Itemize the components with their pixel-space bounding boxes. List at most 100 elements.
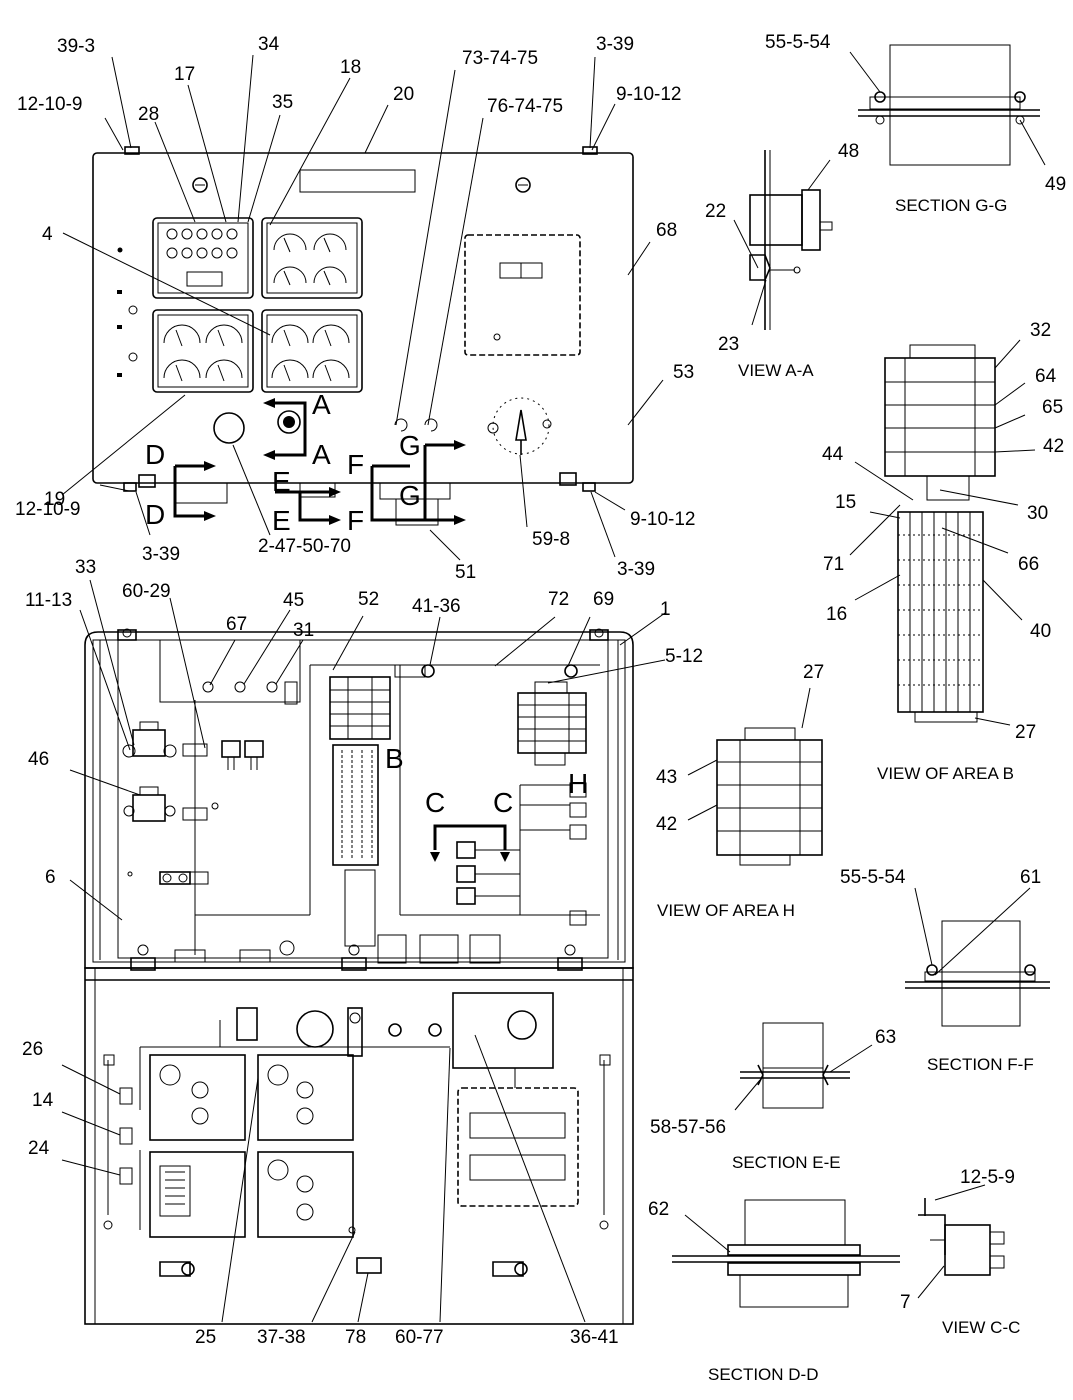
- marker-f-upper: F: [347, 449, 364, 480]
- section-arrows: [173, 398, 466, 525]
- caption-view-area-b: VIEW OF AREA B: [877, 764, 1014, 783]
- callout-59-8: 59-8: [532, 529, 570, 550]
- callout-28: 28: [138, 104, 159, 125]
- callout-1: 1: [660, 599, 671, 620]
- callout-39-3: 39-3: [57, 36, 95, 57]
- callout-55-5-54-ff: 55-5-54: [840, 867, 906, 888]
- caption-view-cc: VIEW C-C: [942, 1318, 1020, 1337]
- callout-3-39-top: 3-39: [596, 34, 634, 55]
- section-ff-drawing: [905, 920, 1050, 1027]
- caption-view-area-h: VIEW OF AREA H: [657, 901, 795, 920]
- view-area-h-drawing: [716, 727, 823, 866]
- callout-36-41: 36-41: [570, 1327, 619, 1348]
- marker-e-upper: E: [272, 466, 291, 497]
- callout-33: 33: [75, 557, 96, 578]
- callout-35: 35: [272, 92, 293, 113]
- callout-19: 19: [44, 489, 65, 510]
- callout-37-38: 37-38: [257, 1327, 306, 1348]
- callout-58-57-56: 58-57-56: [650, 1117, 726, 1138]
- caption-section-ee: SECTION E-E: [732, 1153, 841, 1172]
- callout-9-10-12-bot: 9-10-12: [630, 509, 696, 530]
- callout-labels: 39-3 12-10-9 34 17 35 28 18 20 73-74-75 …: [15, 32, 1066, 1348]
- callout-44: 44: [822, 444, 844, 465]
- callout-45: 45: [283, 590, 304, 611]
- marker-a-lower: A: [312, 439, 331, 470]
- callout-32: 32: [1030, 320, 1051, 341]
- callout-62: 62: [648, 1199, 669, 1220]
- callout-42-h: 42: [656, 814, 677, 835]
- callout-53: 53: [673, 362, 694, 383]
- callout-76-74-75: 76-74-75: [487, 96, 563, 117]
- view-cc-drawing: [918, 1198, 1005, 1276]
- caption-view-aa: VIEW A-A: [738, 361, 814, 380]
- callout-12-5-9: 12-5-9: [960, 1167, 1015, 1188]
- callout-42-b: 42: [1043, 436, 1064, 457]
- marker-c-left: C: [425, 787, 445, 818]
- marker-f-lower: F: [347, 505, 364, 536]
- callout-43: 43: [656, 767, 677, 788]
- callout-17: 17: [174, 64, 195, 85]
- callout-30: 30: [1027, 503, 1048, 524]
- callout-5-12: 5-12: [665, 646, 703, 667]
- callout-22: 22: [705, 201, 726, 222]
- callout-20: 20: [393, 84, 414, 105]
- marker-h: H: [568, 768, 588, 799]
- callout-72: 72: [548, 589, 569, 610]
- callout-15: 15: [835, 492, 856, 513]
- marker-g-lower: G: [399, 480, 421, 511]
- section-gg-drawing: [858, 44, 1040, 166]
- callout-69: 69: [593, 589, 614, 610]
- callout-2-47-50-70: 2-47-50-70: [258, 536, 351, 557]
- callout-51: 51: [455, 562, 476, 583]
- callout-40: 40: [1030, 621, 1051, 642]
- callout-65: 65: [1042, 397, 1063, 418]
- callout-48: 48: [838, 141, 859, 162]
- leader-lines: [61, 51, 1046, 1323]
- callout-64: 64: [1035, 366, 1057, 387]
- indicator-lamps: [166, 228, 238, 259]
- callout-6: 6: [45, 867, 56, 888]
- callout-3-39-right: 3-39: [617, 559, 655, 580]
- callout-66: 66: [1018, 554, 1039, 575]
- lower-panel: [84, 944, 634, 1325]
- callout-14: 14: [32, 1090, 54, 1111]
- callout-68: 68: [656, 220, 677, 241]
- callout-41-36: 41-36: [412, 596, 461, 617]
- callout-67: 67: [226, 614, 247, 635]
- callout-52: 52: [358, 589, 379, 610]
- view-captions: SECTION G-G VIEW A-A VIEW OF AREA B VIEW…: [657, 196, 1034, 1384]
- front-panel: [92, 146, 634, 526]
- interior-panel: [84, 628, 634, 969]
- callout-55-5-54-top: 55-5-54: [765, 32, 831, 53]
- callout-60-77: 60-77: [395, 1327, 444, 1348]
- callout-18: 18: [340, 57, 361, 78]
- callout-11-13: 11-13: [25, 590, 72, 611]
- callout-78: 78: [345, 1327, 366, 1348]
- callout-34: 34: [258, 34, 280, 55]
- callout-3-39-bot: 3-39: [142, 544, 180, 565]
- marker-g-upper: G: [399, 430, 421, 461]
- callout-23: 23: [718, 334, 739, 355]
- marker-a-upper: A: [312, 389, 331, 420]
- callout-7: 7: [900, 1292, 911, 1313]
- caption-section-ff: SECTION F-F: [927, 1055, 1034, 1074]
- caption-section-gg: SECTION G-G: [895, 196, 1007, 215]
- callout-27-bot: 27: [1015, 722, 1036, 743]
- callout-46: 46: [28, 749, 49, 770]
- caption-section-dd: SECTION D-D: [708, 1365, 819, 1384]
- callout-24: 24: [28, 1138, 50, 1159]
- callout-9-10-12-top: 9-10-12: [616, 84, 682, 105]
- callout-31: 31: [293, 620, 314, 641]
- callout-16: 16: [826, 604, 847, 625]
- marker-e-lower: E: [272, 505, 291, 536]
- callout-61: 61: [1020, 867, 1041, 888]
- callout-63: 63: [875, 1027, 896, 1048]
- callout-71: 71: [823, 554, 844, 575]
- view-aa-drawing: [749, 150, 833, 330]
- callout-4: 4: [42, 224, 53, 245]
- marker-b: B: [385, 743, 404, 774]
- callout-27-top: 27: [803, 662, 824, 683]
- callout-73-74-75: 73-74-75: [462, 48, 538, 69]
